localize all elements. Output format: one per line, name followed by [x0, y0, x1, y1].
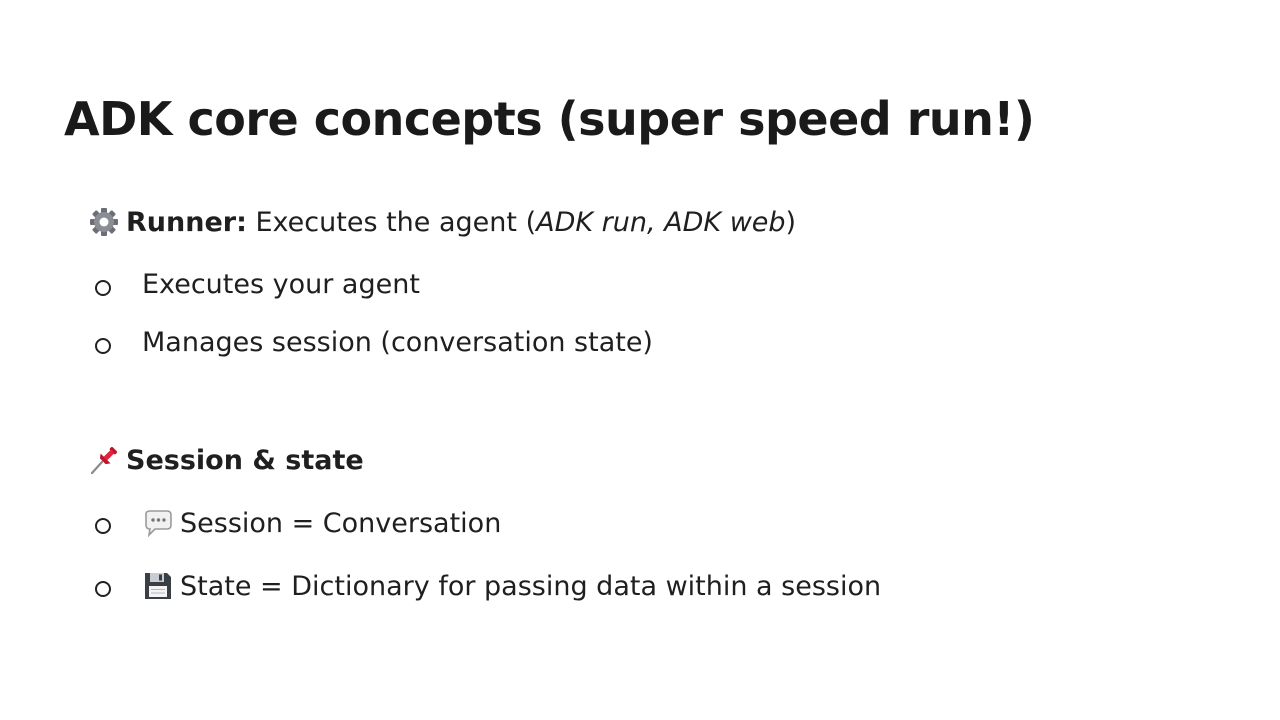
runner-commands: ADK run, ADK web	[536, 206, 786, 238]
speech-bubble-icon	[142, 507, 174, 539]
bullet-icon	[95, 338, 111, 354]
session-line: Session & state	[88, 444, 364, 476]
runner-bullet-1: Executes your agent	[142, 269, 420, 300]
slide-title: ADK core concepts (super speed run!)	[64, 92, 1035, 146]
session-label: Session & state	[126, 444, 364, 476]
session-bullet-1-text: Session = Conversation	[180, 507, 502, 539]
bullet-icon	[95, 581, 111, 597]
runner-description: Executes the agent (	[246, 206, 537, 238]
bullet-icon	[95, 518, 111, 534]
session-bullet-2-text: State = Dictionary for passing data with…	[180, 570, 882, 602]
gear-icon	[88, 206, 120, 238]
runner-line: Runner: Executes the agent ( ADK run, AD…	[88, 206, 796, 238]
runner-description-end: )	[785, 206, 797, 238]
runner-bullet-2: Manages session (conversation state)	[142, 327, 653, 358]
floppy-disk-icon	[142, 570, 174, 602]
pushpin-icon	[88, 444, 120, 476]
session-bullet-2: State = Dictionary for passing data with…	[142, 570, 881, 602]
session-bullet-1: Session = Conversation	[142, 507, 501, 539]
runner-label: Runner:	[126, 206, 247, 238]
bullet-icon	[95, 280, 111, 296]
